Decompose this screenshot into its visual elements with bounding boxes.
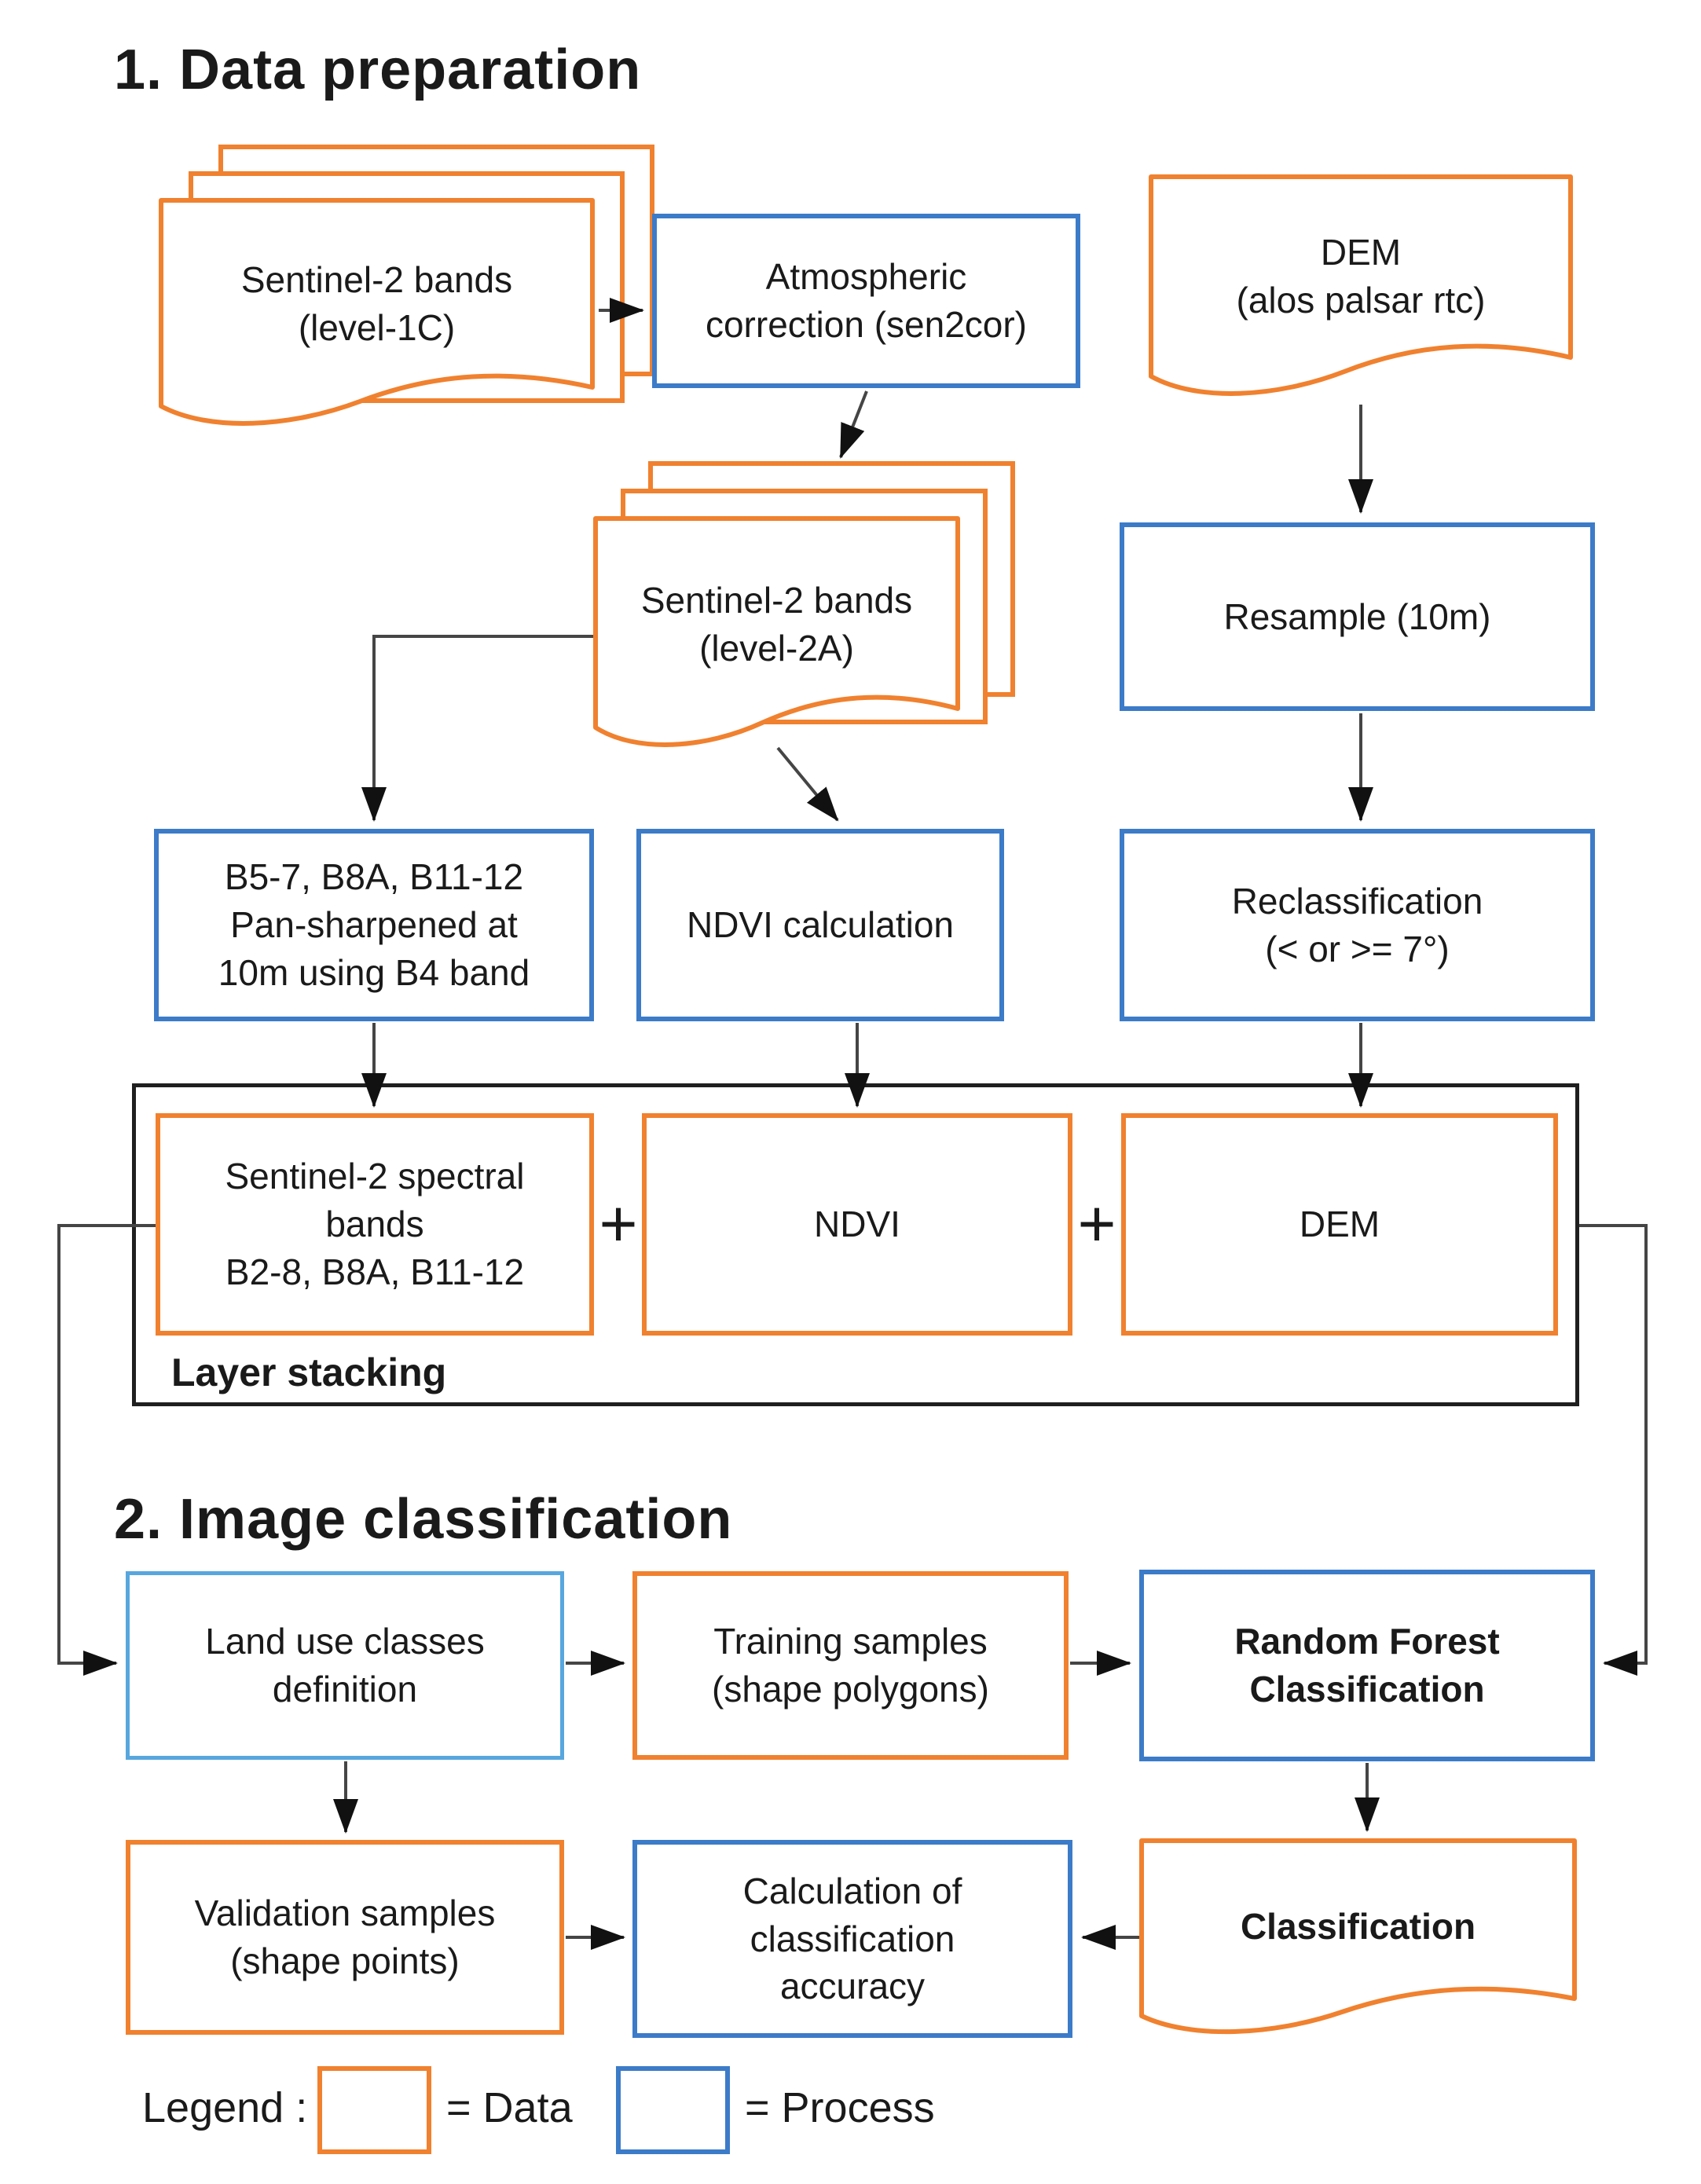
plus-sign-1: + xyxy=(599,1186,638,1261)
training-samples-label: Training samples (shape polygons) xyxy=(712,1621,989,1709)
atmospheric-correction-label: Atmospheric correction (sen2cor) xyxy=(705,256,1028,345)
node-pan-sharpen: B5-7, B8A, B11-12 Pan-sharpened at 10m u… xyxy=(154,829,594,1021)
node-stack-ndvi: NDVI xyxy=(642,1113,1072,1336)
node-reclassification: Reclassification (< or >= 7°) xyxy=(1120,829,1595,1021)
node-land-use-classes: Land use classes definition xyxy=(126,1571,564,1760)
arrow-atmospheric-to-l2a xyxy=(839,390,868,459)
node-validation-samples: Validation samples (shape points) xyxy=(126,1840,564,2035)
document-shape xyxy=(1139,1838,1577,2035)
stack-dem-label: DEM xyxy=(1299,1204,1380,1245)
stack-spectral-bands-label: Sentinel-2 spectral bands B2-8, B8A, B11… xyxy=(225,1156,525,1292)
document-shape xyxy=(1149,174,1573,396)
sentinel2-l1c-label: Sentinel-2 bands (level-1C) xyxy=(240,259,513,348)
node-training-samples: Training samples (shape polygons) xyxy=(632,1571,1069,1760)
sentinel2-l2a-label: Sentinel-2 bands (level-2A) xyxy=(640,579,913,669)
land-use-classes-label: Land use classes definition xyxy=(205,1621,485,1709)
node-accuracy-calculation: Calculation of classification accuracy xyxy=(632,1840,1072,2038)
node-atmospheric-correction: Atmospheric correction (sen2cor) xyxy=(652,214,1080,388)
node-sentinel2-l2a: Sentinel-2 bands (level-2A) xyxy=(593,516,960,764)
legend-process-label: = Process xyxy=(745,2084,935,2131)
legend-process-swatch xyxy=(616,2066,730,2154)
legend-data-swatch xyxy=(317,2066,431,2154)
accuracy-calculation-label: Calculation of classification accuracy xyxy=(742,1870,962,2007)
resample-label: Resample (10m) xyxy=(1223,595,1491,637)
classification-result-label: Classification xyxy=(1240,1906,1476,1948)
node-resample: Resample (10m) xyxy=(1120,522,1595,711)
arrow-l2a-to-pan-sharpen xyxy=(361,635,593,822)
ndvi-calculation-label: NDVI calculation xyxy=(686,904,955,946)
dem-source-label: DEM (alos palsar rtc) xyxy=(1236,232,1486,321)
legend-title: Legend : xyxy=(142,2084,308,2131)
document-shape xyxy=(159,198,595,426)
random-forest-label: Random Forest Classification xyxy=(1234,1621,1500,1709)
node-ndvi-calculation: NDVI calculation xyxy=(636,829,1004,1021)
node-random-forest: Random Forest Classification xyxy=(1139,1570,1595,1761)
node-stack-dem: DEM xyxy=(1121,1113,1558,1336)
legend-data-label: = Data xyxy=(446,2084,573,2131)
section-title-image-classification: 2. Image classification xyxy=(114,1488,733,1551)
stack-ndvi-label: NDVI xyxy=(814,1204,900,1245)
document-shape xyxy=(593,516,960,747)
layer-stacking-label: Layer stacking xyxy=(171,1350,447,1394)
reclassification-label: Reclassification (< or >= 7°) xyxy=(1231,880,1483,969)
node-dem-source: DEM (alos palsar rtc) xyxy=(1149,174,1573,409)
node-stack-spectral-bands: Sentinel-2 spectral bands B2-8, B8A, B11… xyxy=(156,1113,594,1336)
pan-sharpen-label: B5-7, B8A, B11-12 Pan-sharpened at 10m u… xyxy=(218,856,530,993)
validation-samples-label: Validation samples (shape points) xyxy=(194,1893,496,1981)
node-classification-result: Classification xyxy=(1139,1838,1577,2047)
node-sentinel2-l1c: Sentinel-2 bands (level-1C) xyxy=(159,198,595,442)
plus-sign-2: + xyxy=(1077,1186,1116,1261)
section-title-data-preparation: 1. Data preparation xyxy=(114,38,642,101)
